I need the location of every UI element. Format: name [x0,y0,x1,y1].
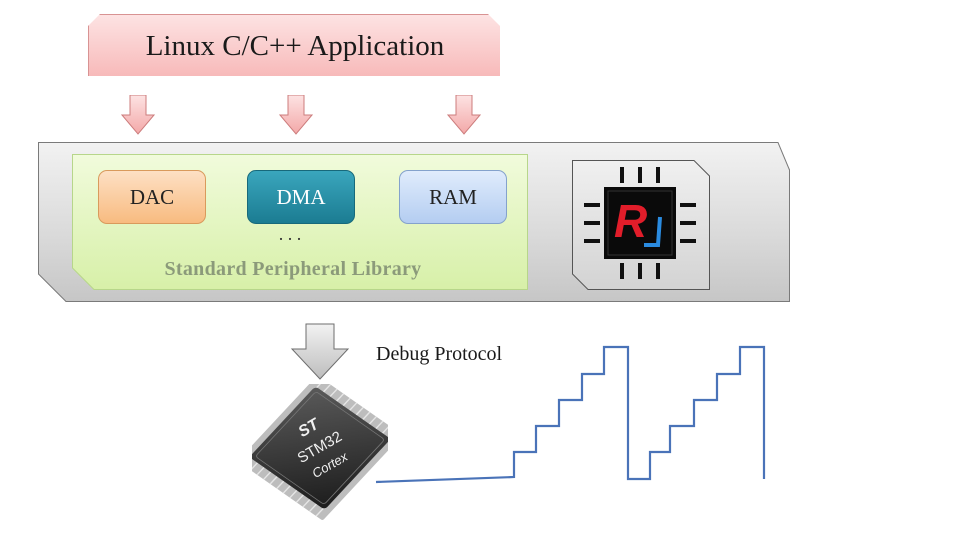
library-panel-outline [72,154,528,290]
ram-label: RAM [429,184,477,209]
ram-block: RAM [399,170,507,224]
application-box: Linux C/C++ Application [88,14,500,76]
library-label: Standard Peripheral Library [164,258,422,280]
application-label: Linux C/C++ Application [145,29,445,62]
more-peripherals-ellipsis: . . . [278,224,302,244]
dac-output-waveform [375,345,766,484]
down-arrow-icon [121,95,155,135]
logo-letter: R [614,195,647,247]
down-arrow-gray-icon [290,323,350,380]
dma-block: DMA [247,170,355,224]
down-arrow-icon [279,95,313,135]
dac-label: DAC [129,184,175,209]
logo-card-outline [572,160,710,290]
down-arrow-icon [447,95,481,135]
debug-protocol-label: Debug Protocol [376,343,503,365]
platform-panel-outline [38,142,790,302]
dma-label: DMA [276,184,326,209]
chip-logo-icon: R [584,167,696,279]
dac-block: DAC [98,170,206,224]
stm32-chip-icon: ST STM32 Cortex [252,384,388,520]
